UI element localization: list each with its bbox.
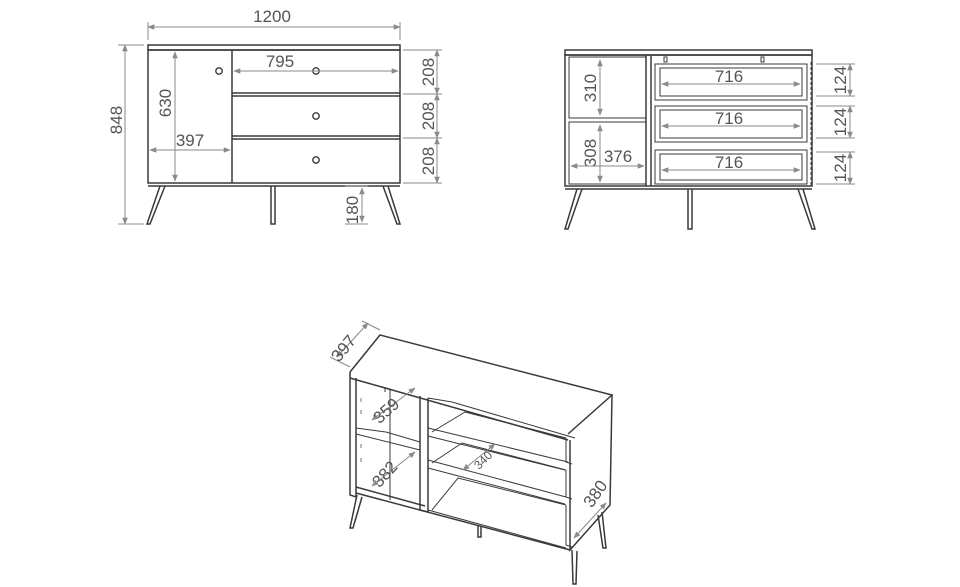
dim-total-height: 848	[107, 106, 126, 134]
dim-upper-shelf-height: 310	[581, 74, 600, 102]
front-view: 1200 848 630 397 795 208 208 208 180	[107, 7, 442, 225]
iso-left-shelf	[355, 427, 421, 443]
iso-right-side	[569, 394, 613, 552]
drawer-knob-3	[312, 156, 320, 164]
iso-divider	[419, 396, 429, 513]
interior-drawer-3	[654, 149, 808, 185]
dim-drawer-3-height: 208	[419, 147, 438, 175]
dim-drawer-1-height: 208	[419, 58, 438, 86]
iso-drawer-2	[427, 459, 567, 498]
front-leg-left	[145, 185, 166, 225]
dim-total-width: 1200	[253, 7, 291, 26]
iso-leg-back	[477, 525, 482, 538]
iso-left-side	[349, 372, 357, 499]
dim-iso-upper-shelf-depth: 359	[369, 394, 403, 427]
interior-body	[564, 54, 813, 187]
front-leg-right	[382, 185, 402, 225]
iso-drawer-3	[427, 509, 567, 549]
dim-drawer-1-inner-height: 124	[831, 66, 850, 94]
door-knob	[215, 67, 223, 75]
dim-drawer-width: 795	[266, 52, 294, 71]
isometric-view: 397 359 382 340 380	[327, 320, 614, 585]
dim-drawer-2-height: 208	[419, 102, 438, 130]
dim-door-width: 397	[176, 131, 204, 150]
dim-door-height: 630	[156, 89, 175, 117]
drawer-knob-2	[312, 112, 320, 120]
interior-view: 310 308 376 716 716 716 124 124 124	[563, 49, 855, 230]
interior-leg-right	[797, 188, 817, 230]
dim-iso-side-depth: 380	[580, 477, 612, 511]
dim-drawer-3-inner-width: 716	[715, 153, 743, 172]
interior-drawer-2	[654, 105, 808, 143]
interior-leg-middle	[687, 189, 693, 230]
dim-drawer-3-inner-height: 124	[831, 154, 850, 182]
dim-lower-shelf-height: 308	[581, 139, 600, 167]
dim-drawer-2-inner-width: 716	[715, 109, 743, 128]
front-body	[147, 49, 401, 184]
dim-drawer-2-inner-height: 124	[831, 108, 850, 136]
front-leg-middle	[270, 186, 276, 225]
dim-shelf-width: 376	[604, 147, 632, 166]
dim-leg-height: 180	[343, 196, 362, 224]
dim-drawer-1-inner-width: 716	[715, 67, 743, 86]
iso-drawer-1	[427, 427, 569, 463]
interior-drawer-1	[654, 63, 808, 101]
interior-leg-left	[563, 188, 583, 230]
iso-leg-front-right	[571, 549, 578, 585]
iso-leg-front-left	[349, 494, 363, 529]
dim-iso-lower-shelf-depth: 382	[368, 457, 401, 491]
